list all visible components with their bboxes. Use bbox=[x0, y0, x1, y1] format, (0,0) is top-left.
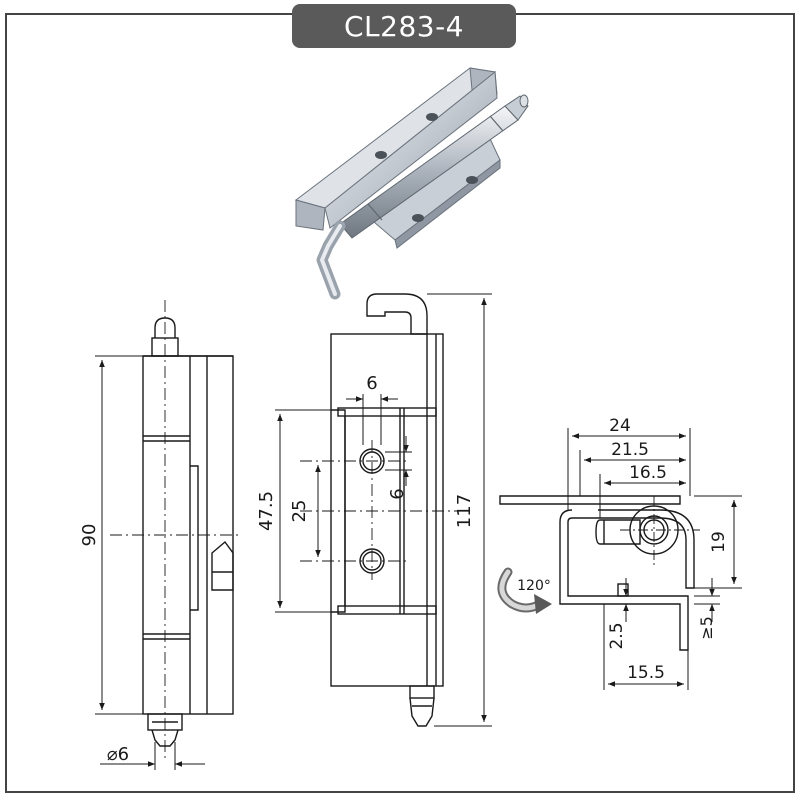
dim-min-5: ≥5 bbox=[697, 616, 716, 640]
dim-diameter-6: ⌀6 bbox=[107, 744, 129, 765]
rotation-arrow bbox=[497, 567, 552, 614]
dim-90-lines bbox=[95, 355, 143, 715]
front-view bbox=[330, 293, 444, 727]
dim-6-right: 6 bbox=[387, 488, 408, 499]
dim-24: 24 bbox=[609, 416, 631, 436]
dim-19: 19 bbox=[709, 531, 729, 553]
hinge-photo bbox=[294, 67, 529, 300]
dim-dia-lines bbox=[100, 742, 205, 770]
dim-6-top-lines bbox=[346, 394, 398, 445]
section-centerlines bbox=[620, 496, 700, 566]
dim-15-5-lines bbox=[603, 604, 689, 690]
dim-21-5-lines bbox=[579, 450, 686, 496]
dim-2-5: 2.5 bbox=[607, 622, 627, 649]
dim-21-5: 21.5 bbox=[611, 440, 649, 460]
dim-47-5: 47.5 bbox=[256, 491, 277, 531]
dim-16-5: 16.5 bbox=[629, 463, 667, 483]
dim-16-5-lines bbox=[599, 474, 686, 518]
dim-2-5-lines bbox=[612, 578, 636, 622]
dim-24-lines bbox=[567, 428, 691, 510]
dim-117-lines bbox=[427, 293, 492, 727]
dim-90: 90 bbox=[79, 524, 100, 547]
section-view bbox=[499, 495, 695, 651]
dim-47-5-lines bbox=[275, 409, 338, 613]
model-title-badge: CL283-4 bbox=[292, 4, 516, 48]
side-centerlines bbox=[110, 300, 240, 760]
dim-25: 25 bbox=[289, 500, 310, 523]
dim-6-top: 6 bbox=[366, 373, 377, 394]
model-title: CL283-4 bbox=[343, 9, 464, 43]
dim-6-right-lines bbox=[385, 436, 412, 486]
angle-120: 120° bbox=[517, 578, 551, 594]
dim-15-5: 15.5 bbox=[627, 663, 665, 683]
dim-min5-lines bbox=[694, 578, 720, 622]
side-view bbox=[142, 317, 234, 747]
front-centerlines bbox=[300, 440, 470, 580]
dim-19-lines bbox=[694, 495, 742, 589]
dim-117: 117 bbox=[454, 494, 475, 528]
